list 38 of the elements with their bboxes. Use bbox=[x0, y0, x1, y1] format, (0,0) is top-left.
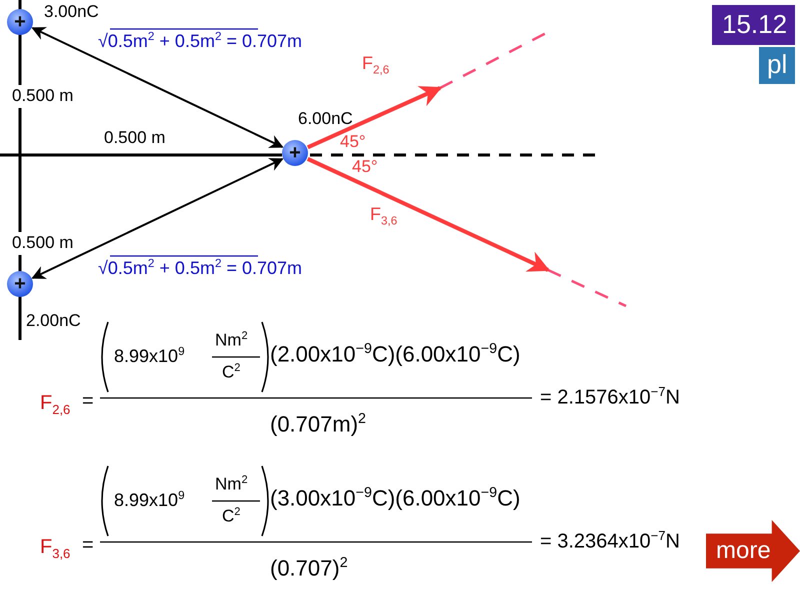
edge-label: F$_{3,6}$ bbox=[370, 205, 398, 228]
double-arrow bbox=[31, 27, 284, 148]
distance-formula: √0.5m$^{2}$ + 0.5m$^{2}$ = 0.707m bbox=[98, 258, 302, 279]
page-badge: pl bbox=[759, 47, 796, 84]
distance-formula: √0.5m$^{2}$ + 0.5m$^{2}$ = 0.707m bbox=[98, 31, 302, 52]
distance-squared: (0.707)$^{2}$ bbox=[270, 556, 348, 581]
charge-label: 2.00nC bbox=[26, 312, 81, 331]
edge-label: F$_{2,6}$ bbox=[362, 54, 390, 78]
distance-label: 0.500 m bbox=[10, 85, 76, 108]
unit-numerator: Nm$^{2}$ bbox=[215, 474, 248, 494]
distance-squared: (0.707m)$^{2}$ bbox=[270, 412, 366, 437]
charge-label: 6.00nC bbox=[298, 110, 353, 129]
force-arrow bbox=[306, 86, 442, 150]
angle-label: 45° bbox=[352, 158, 378, 177]
equals-sign: = bbox=[82, 534, 94, 556]
section-badge: 15.12 bbox=[712, 5, 796, 45]
force-symbol: F$_{3,6}$ bbox=[40, 536, 70, 562]
coulomb-constant: 8.99x10$^{9}$ bbox=[114, 490, 185, 511]
angle-label: 45° bbox=[340, 133, 366, 152]
unit-denominator: C$^{2}$ bbox=[222, 506, 240, 526]
coulomb-constant: 8.99x10$^{9}$ bbox=[114, 346, 185, 367]
force-symbol: F$_{2,6}$ bbox=[40, 392, 70, 418]
more-button: more bbox=[706, 520, 800, 582]
distance-label: 0.500 m bbox=[10, 232, 76, 255]
distance-label: 0.500 m bbox=[104, 129, 166, 148]
charge-product: (2.00x10$^{−9}$C)(6.00x10$^{−9}$C) bbox=[270, 342, 520, 367]
unit-numerator: Nm$^{2}$ bbox=[215, 330, 248, 350]
force-arrow bbox=[306, 157, 550, 272]
charge-circle: + bbox=[282, 140, 308, 166]
force-result: = 2.1576x10$^{−7}$N bbox=[540, 385, 680, 409]
force-result: = 3.2364x10$^{−7}$N bbox=[540, 529, 680, 553]
charge-circle: + bbox=[7, 271, 33, 297]
charge-circle: + bbox=[7, 9, 33, 35]
charge-label: 3.00nC bbox=[44, 3, 99, 22]
double-arrow bbox=[31, 158, 284, 279]
equals-sign: = bbox=[82, 390, 94, 412]
unit-denominator: C$^{2}$ bbox=[222, 362, 240, 382]
charge-product: (3.00x10$^{−9}$C)(6.00x10$^{−9}$C) bbox=[270, 486, 520, 511]
